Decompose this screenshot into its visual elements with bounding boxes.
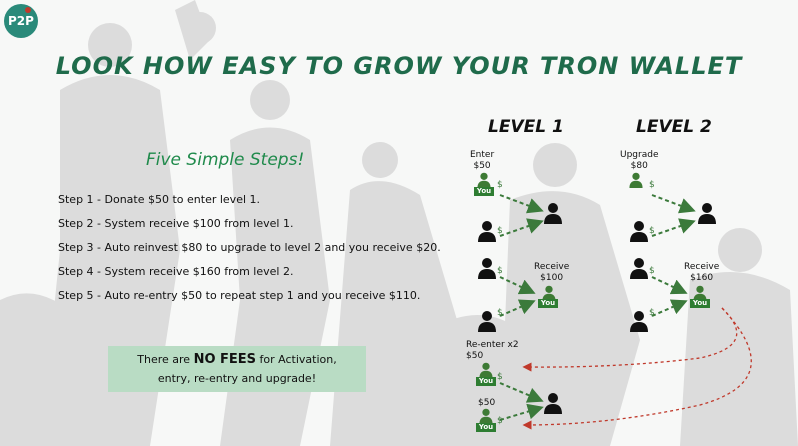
person-icon	[479, 362, 493, 378]
arrow-icon	[651, 276, 688, 295]
dollar-icon: $	[497, 372, 503, 382]
dollar-icon: $	[649, 308, 655, 318]
dollar-icon: $	[497, 308, 503, 318]
you-badge: You	[690, 299, 710, 308]
person-icon	[630, 221, 648, 242]
no-fees-banner: There are NO FEES for Activation, entry,…	[108, 346, 366, 392]
arrow-icon	[651, 299, 688, 317]
arrow-icon	[499, 382, 544, 403]
receive-text: Receive	[684, 262, 720, 272]
dollar-icon: $	[649, 266, 655, 276]
dollar-icon: $	[497, 226, 503, 236]
steps-heading: Five Simple Steps!	[146, 150, 305, 170]
enter-label: Enter $50	[470, 150, 494, 172]
fees-text-a: There are	[137, 353, 194, 366]
fees-text-emphasis: NO FEES	[193, 352, 257, 367]
reenter-text: Re-enter x2	[466, 340, 519, 350]
step-item: Step 2 - System receive $100 from level …	[58, 217, 294, 230]
arrow-icon	[499, 403, 544, 421]
level-1-title: LEVEL 1	[488, 117, 564, 137]
step-item: Step 5 - Auto re-entry $50 to repeat ste…	[58, 289, 421, 302]
fees-line-1: There are NO FEES for Activation,	[114, 350, 360, 369]
arrow-icon	[651, 194, 696, 214]
step-item: Step 3 - Auto reinvest $80 to upgrade to…	[58, 241, 441, 254]
step-item: Step 4 - System receive $160 from level …	[58, 265, 294, 278]
dollar-icon: $	[649, 226, 655, 236]
arrow-icon	[499, 218, 544, 237]
person-icon	[544, 203, 562, 224]
person-icon	[478, 258, 496, 279]
person-icon	[544, 393, 562, 414]
receive-label: Receive $100	[534, 262, 569, 284]
logo-dot	[25, 7, 31, 13]
you-badge: You	[474, 187, 494, 196]
reenter-label: Re-enter x2 $50	[466, 340, 519, 362]
arrow-icon	[499, 299, 536, 317]
person-icon	[478, 311, 496, 332]
dollar-icon: $	[497, 266, 503, 276]
person-icon	[629, 172, 643, 188]
reenter-amount-2: $50	[478, 398, 496, 408]
person-icon	[478, 221, 496, 242]
level-2-title: LEVEL 2	[636, 117, 712, 137]
fees-line-2: entry, re-entry and upgrade!	[157, 372, 317, 385]
person-icon	[630, 258, 648, 279]
arrow-icon	[499, 194, 544, 214]
enter-text: Enter	[470, 150, 495, 160]
reentry-arrow-icon	[522, 307, 738, 372]
you-badge: You	[538, 299, 558, 308]
arrow-icon	[499, 276, 536, 295]
receive-text: Receive	[534, 262, 570, 272]
reentry-arrow-icon	[522, 307, 752, 430]
step-item: Step 1 - Donate $50 to enter level 1.	[58, 193, 261, 206]
receive-label-level-2: Receive $160	[684, 262, 719, 284]
person-icon	[479, 408, 493, 424]
steps-list: Step 1 - Donate $50 to enter level 1. St…	[58, 192, 441, 312]
you-badge: You	[476, 423, 496, 432]
person-icon	[477, 172, 491, 188]
fees-text-c: for Activation,	[256, 353, 337, 366]
dollar-icon: $	[497, 416, 503, 426]
dollar-icon: $	[497, 180, 503, 190]
enter-amount: $50	[473, 161, 491, 171]
logo-text: P2P	[8, 14, 34, 28]
upgrade-text: Upgrade	[620, 150, 659, 160]
person-icon	[698, 203, 716, 224]
you-badge: You	[476, 377, 496, 386]
receive-amount: $100	[540, 273, 564, 283]
upgrade-amount: $80	[630, 161, 648, 171]
arrow-icon	[651, 218, 696, 237]
p2p-logo: P2P	[4, 4, 38, 38]
upgrade-label: Upgrade $80	[620, 150, 658, 172]
receive-amount: $160	[690, 273, 714, 283]
person-icon	[630, 311, 648, 332]
reenter-amount: $50	[466, 351, 484, 361]
dollar-icon: $	[649, 180, 655, 190]
